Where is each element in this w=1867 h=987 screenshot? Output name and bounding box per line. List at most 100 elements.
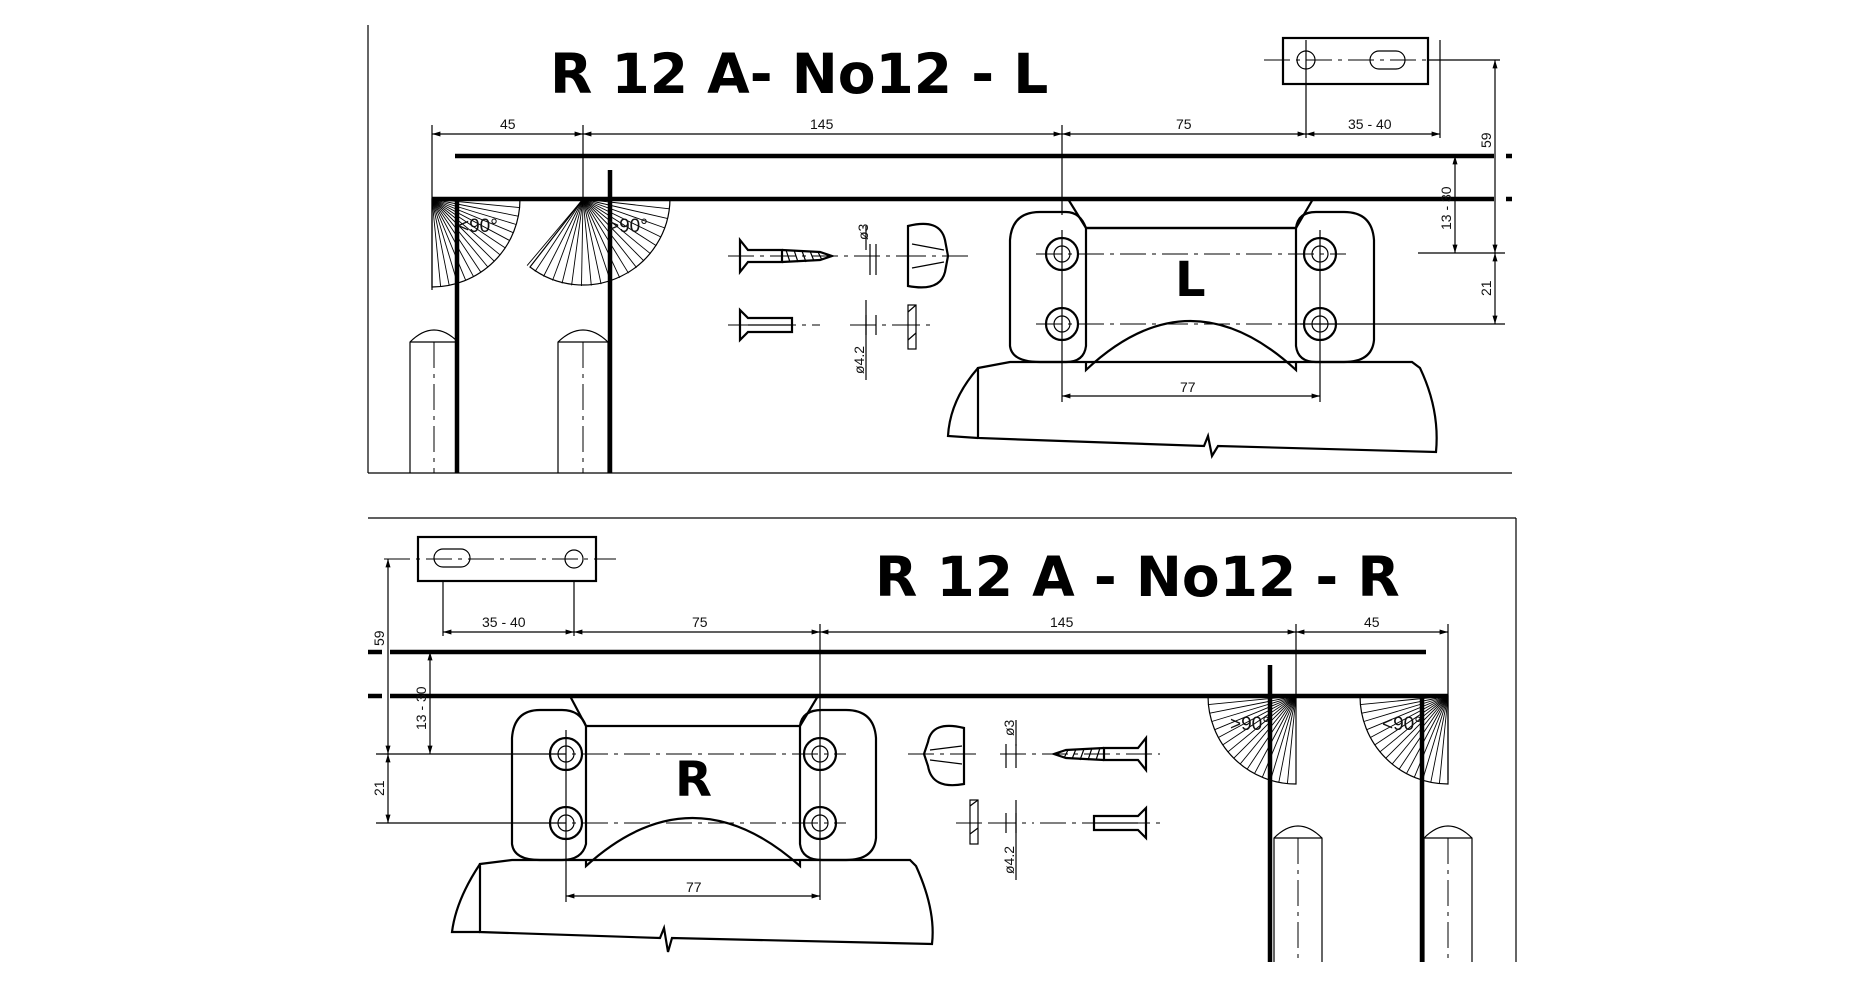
fan-hatch-line (582, 198, 670, 210)
fan-hatch-line (431, 198, 482, 273)
fan-hatch-line (431, 198, 495, 262)
dim-59: 59 (1478, 132, 1494, 148)
fan-hatch-line (431, 198, 514, 234)
dim-phi3: ø3 (1001, 719, 1017, 736)
fan-hatch-line (1422, 695, 1449, 781)
fan-hatch-line (431, 198, 474, 277)
panel-title: R 12 A - No12 - R (875, 545, 1400, 609)
bracket-plate: 77 R (510, 694, 878, 902)
post-left (409, 199, 460, 473)
panel-title: R 12 A- No12 - L (550, 42, 1048, 106)
hand-letter-l: L (1175, 252, 1206, 308)
fan-hatch-line (582, 198, 602, 285)
dim-21: 21 (371, 780, 387, 796)
fan-hatch-line (1222, 695, 1297, 746)
dim-145: 145 (1050, 614, 1074, 630)
fan-hatch-line (571, 198, 584, 286)
fan-hatch-line (1218, 695, 1297, 738)
fan-hatch-line (431, 198, 506, 249)
dim-45: 45 (1364, 614, 1380, 630)
dim-phi3-text: ø3 (855, 223, 871, 240)
fan-hatch-line (431, 198, 467, 281)
fan-hatch-line (1214, 695, 1297, 731)
seat-block (946, 360, 1438, 460)
dim-phi42: ø4.2 (851, 346, 867, 374)
fan-hatch-line (582, 198, 666, 229)
fan-hatch-line (582, 198, 645, 262)
fan-hatch-line (1211, 695, 1297, 722)
angle-label-gt90: >90° (1230, 714, 1270, 735)
fan-hatch-line (561, 198, 584, 284)
fan-hatch-line (431, 198, 520, 209)
angle-fan-2 (1359, 695, 1449, 785)
fan-hatch-line (1438, 695, 1449, 784)
slotted-mounting-plate (384, 535, 616, 636)
fan-hatch-line (1366, 695, 1449, 731)
fan-hatch-line (1209, 695, 1297, 714)
dim-35-40: 35 - 40 (482, 614, 526, 630)
bracket-plate: 77 L (1008, 197, 1376, 402)
fan-hatch-line (431, 198, 510, 241)
dim-35-40: 35 - 40 (1348, 116, 1392, 132)
angle-fan-1 (431, 198, 521, 288)
fan-hatch-line (1286, 695, 1297, 784)
fan-hatch-line (552, 198, 584, 281)
dim-77: 77 (1180, 379, 1196, 395)
wood-screw-detail: ø3 (1000, 719, 1160, 774)
fan-hatch-line (431, 198, 517, 225)
right-vertical-dims: 59 13 - 30 21 (1300, 60, 1505, 325)
machine-screw-detail: ø4.2 (956, 799, 1160, 880)
post-right (1419, 696, 1473, 962)
top-dimension-chain: 35 - 40 75 145 45 (443, 614, 1449, 900)
angle-fan-2 (526, 198, 671, 287)
fan-hatch-line (431, 198, 501, 256)
post-right (557, 170, 613, 473)
right-hand-panel: R 12 A - No12 - R 35 - 40 75 145 (368, 517, 1517, 962)
machine-screw-detail: ø4.2 (728, 300, 936, 380)
dim-13-30: 13 - 30 (1438, 186, 1454, 230)
left-vertical-dims: 59 13 - 30 21 (371, 559, 566, 824)
fan-hatch-line (582, 198, 657, 247)
fan-hatch-line (1430, 695, 1449, 783)
fan-hatch-line (1363, 695, 1449, 722)
fan-hatch-line (582, 198, 621, 278)
fan-hatch-line (1208, 695, 1297, 706)
dim-13-30: 13 - 30 (413, 686, 429, 730)
slotted-mounting-plate (1264, 36, 1500, 138)
fan-hatch-line (1254, 695, 1297, 774)
seat-block (450, 858, 934, 953)
post-left (1267, 665, 1323, 962)
fan-hatch-line (431, 198, 458, 284)
fan-hatch-line (582, 198, 668, 220)
fan-hatch-line (534, 198, 584, 272)
fan-hatch-line (582, 198, 592, 286)
dim-75: 75 (1176, 116, 1192, 132)
dim-45: 45 (500, 116, 516, 132)
fan-hatch-line (1227, 695, 1297, 753)
fan-hatch-line (1370, 695, 1449, 738)
fan-hatch-line (582, 198, 662, 238)
fan-hatch-line (1361, 695, 1449, 714)
angle-fan-1 (1207, 695, 1297, 785)
angle-label-lt90: <90° (458, 216, 498, 237)
dim-77: 77 (686, 879, 702, 895)
angle-label-lt90: <90° (1382, 714, 1422, 735)
fan-hatch-line (1379, 695, 1449, 753)
fan-hatch-line (581, 198, 584, 287)
fan-hatch-line (431, 198, 519, 217)
angle-label-gt90: >90° (608, 216, 648, 237)
hand-letter-r: R (675, 752, 712, 808)
fan-hatch-line (431, 198, 489, 268)
fan-hatch-line (526, 198, 584, 266)
fan-hatch-line (582, 198, 612, 282)
fan-hatch-line (1360, 695, 1449, 706)
fan-hatch-line (1233, 695, 1297, 759)
fan-hatch-line (1270, 695, 1297, 781)
fan-hatch-line (1406, 695, 1449, 774)
dowel-detail (900, 222, 968, 289)
fan-hatch-line (1278, 695, 1297, 783)
dim-21: 21 (1478, 280, 1494, 296)
wood-screw-detail (728, 226, 900, 276)
dim-145: 145 (810, 116, 834, 132)
